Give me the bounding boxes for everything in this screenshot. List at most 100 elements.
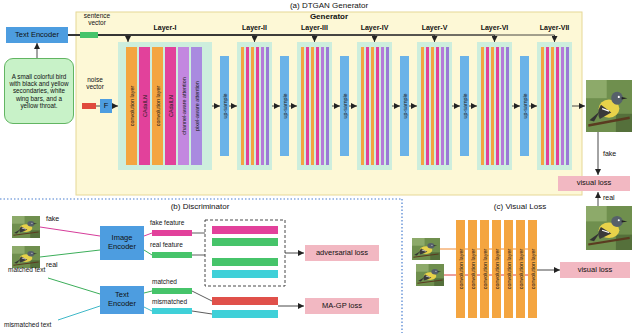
layer-panel (118, 42, 212, 170)
layer-bar: up-sample (520, 56, 529, 156)
mismatched-bar (152, 308, 192, 314)
label-anchor: (c) Visual Loss (460, 202, 580, 211)
wire (40, 227, 100, 236)
connector (409, 106, 417, 107)
layer-bar: up-sample (220, 56, 229, 156)
layer-bar: up-sample (280, 56, 289, 156)
connector (529, 106, 537, 107)
layer-title: Layer-VI (481, 24, 509, 32)
feature-bar (212, 310, 278, 318)
connector (68, 35, 495, 42)
layer-bar: up-sample (460, 56, 469, 156)
label-anchor: real (603, 194, 633, 202)
node-label: pixel-aware attention (193, 47, 201, 165)
wire (144, 233, 152, 236)
connector (229, 106, 237, 107)
layer-bar: convolution layer (152, 47, 163, 165)
layer-stripes (421, 47, 449, 165)
annotation: noise vector (78, 76, 112, 91)
layer-stripes (541, 47, 569, 165)
connector (537, 270, 560, 271)
node-label: convolution layer (481, 220, 489, 318)
connector (112, 106, 118, 107)
layer-bar: up-sample (400, 56, 409, 156)
wire (58, 306, 100, 320)
layer-title: Layer-I (154, 24, 177, 32)
connector (349, 106, 357, 107)
layer-panel (537, 42, 572, 170)
section-title: (b) Discriminator (140, 202, 260, 211)
process-box: visual loss (558, 176, 630, 191)
layer-bar: up-sample (340, 56, 349, 156)
layer-bar: convolution layer (528, 220, 537, 318)
generator-panel (76, 12, 582, 195)
connector (289, 106, 297, 107)
connector (68, 35, 435, 42)
connector (469, 106, 477, 107)
feature-bar (212, 238, 278, 246)
layer-bar: convolution layer (492, 220, 501, 318)
label-anchor: fake (46, 215, 76, 223)
annotation: mismatched (152, 298, 202, 305)
arrow (598, 192, 599, 206)
node-label: up-sample (221, 56, 229, 156)
matched-bar (152, 288, 192, 294)
annotation: matched text (8, 266, 64, 273)
sentence-vector-bar (80, 32, 98, 38)
wire (48, 278, 100, 294)
wire (144, 250, 152, 255)
divider (401, 199, 402, 333)
layer-title: Layer-VII (540, 24, 570, 32)
layer-stripes (361, 47, 389, 165)
layer-block: Layer-Iconvolution layerCAdaILNconvoluti… (118, 42, 212, 170)
label-anchor: fake (603, 150, 633, 158)
wire (40, 250, 100, 257)
layer-block: Layer-VI (477, 42, 512, 170)
wire (144, 307, 152, 311)
node-label: up-sample (281, 56, 289, 156)
label-anchor: mismatched (152, 298, 202, 305)
layer-block: Layer-VII (537, 42, 572, 170)
layer-block: Layer-II (237, 42, 272, 170)
generator-region: GeneratorFLayer-Iconvolution layerCAdaIL… (76, 12, 582, 195)
connector (452, 106, 460, 107)
annotation: sentence vector (79, 12, 115, 27)
layer-stripes (301, 47, 329, 165)
annotation: mismatched text (4, 321, 66, 328)
label-anchor: real (46, 261, 76, 269)
fake-image (12, 216, 40, 238)
layer-title: Layer-III (301, 24, 328, 32)
arrow (572, 106, 585, 107)
node-label: Image Encoder (102, 234, 142, 251)
layer-title: Layer-II (242, 24, 267, 32)
label-anchor: (b) Discriminator (140, 202, 260, 211)
layer-stripes (241, 47, 269, 165)
node-label: CAdaILN (141, 47, 149, 165)
label-anchor: matched (152, 278, 202, 285)
layer-panel (477, 42, 512, 170)
wire (144, 291, 152, 293)
connector (68, 35, 375, 42)
node-label: visual loss (578, 266, 613, 275)
arrow (278, 306, 304, 307)
process-box: A small colorful bird with black and yel… (4, 58, 74, 124)
feature-bar (212, 270, 278, 278)
process-box: F (100, 99, 112, 113)
node-label: CAdaILN (167, 47, 175, 165)
real-feature-bar (152, 252, 192, 258)
node-label: up-sample (401, 56, 409, 156)
arrow (598, 132, 599, 175)
annotation: real feature (150, 241, 204, 248)
layer-panel (237, 42, 272, 170)
node-label: convolution layer (457, 220, 465, 318)
label-anchor: sentence vector (79, 12, 115, 27)
dashed-group (205, 220, 285, 286)
label-anchor: fake feature (150, 219, 204, 226)
annotation: real (46, 261, 76, 269)
wire (192, 233, 205, 234)
connector (68, 35, 315, 42)
node-label: Text Encoder (15, 31, 59, 40)
divider (0, 198, 402, 199)
